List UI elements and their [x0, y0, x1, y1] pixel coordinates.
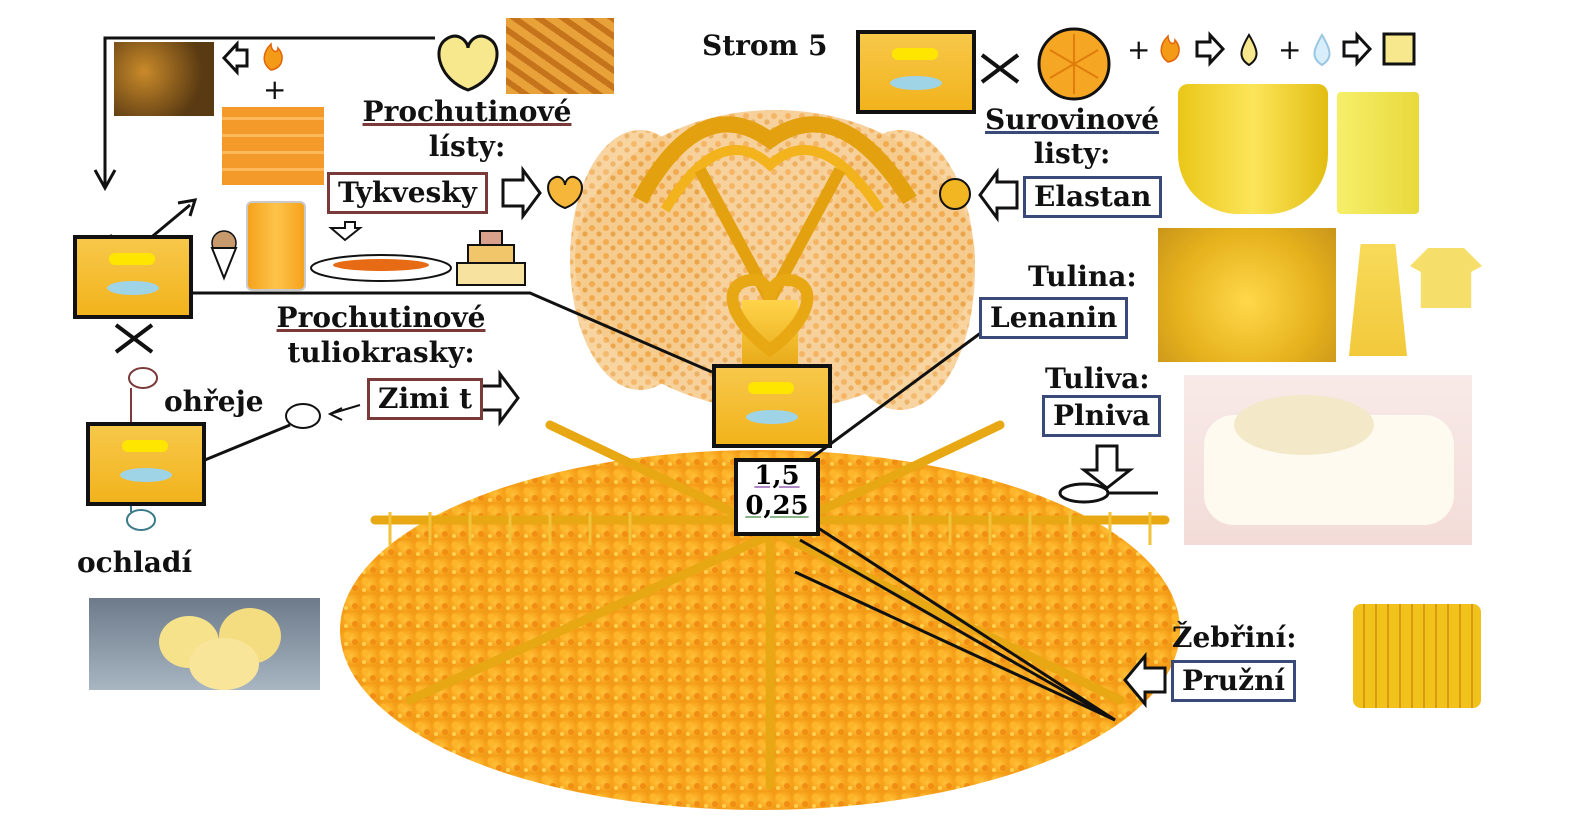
heats-label: ohřeje [164, 385, 264, 418]
yellow-shirt-image [1410, 248, 1482, 308]
formula-plus-2: + [1278, 33, 1302, 66]
heat-pod-icon [128, 367, 158, 428]
spoon-icon [1058, 482, 1158, 504]
tulina-value: Lenanin [979, 297, 1129, 339]
flavour-leaves-heading-1: Prochutinové [362, 95, 572, 128]
arrow-down-icon [1079, 444, 1135, 490]
rungs-heading: Žebřiní: [1172, 621, 1297, 654]
arrow-right-icon [1195, 31, 1226, 67]
arrow-left-icon [978, 167, 1019, 223]
pillow-stuffing-image [1184, 375, 1472, 545]
diced-pumpkin-image [222, 107, 324, 185]
flavour-flowers-heading-1: Prochutinové [276, 301, 486, 334]
tree-node-box-left [86, 422, 206, 506]
rail-posts [388, 512, 1152, 545]
tree-node-box-top-right [856, 30, 976, 114]
raw-leaves-heading-1: Surovinové [984, 103, 1160, 136]
cross-icon [114, 323, 154, 354]
fire-icon [1160, 34, 1180, 63]
ice-cream-bowl-image [89, 598, 320, 690]
pickled-pumpkin-jar-image [246, 201, 306, 291]
arrow-left-icon [1123, 651, 1167, 709]
tuliva-value: Plniva [1042, 395, 1162, 437]
flavour-flowers-value: Zimi t [367, 378, 484, 420]
plus-sign: + [263, 73, 287, 106]
connector-lines [93, 36, 1116, 722]
center-value-bottom: 0,25 [745, 490, 809, 521]
center-value-top: 1,5 [754, 461, 800, 491]
page-title: Strom 5 [702, 29, 828, 62]
round-leaf-icon [939, 178, 971, 210]
roasted-vegetables-image [114, 42, 214, 116]
raw-leaves-value: Elastan [1023, 176, 1163, 218]
rungs-value: Pružní [1171, 660, 1297, 702]
raw-leaves-heading-2: listy: [1033, 137, 1111, 170]
flavour-leaves-heading-2: lísty: [428, 130, 506, 163]
water-drop-icon [1240, 33, 1258, 67]
ice-cream-cone-icon [210, 230, 238, 281]
flavour-leaves-value: Tykvesky [327, 172, 488, 214]
arrow-right-icon [478, 369, 520, 427]
cools-label: ochladí [77, 546, 193, 579]
cake-icon [456, 230, 526, 286]
heart-leaf-icon [547, 175, 583, 210]
flavour-flowers-heading-2: tuliokrasky: [287, 336, 475, 369]
arrow-right-icon [501, 165, 542, 221]
tree-crown [570, 110, 975, 410]
tulina-heading: Tulina: [1028, 260, 1137, 293]
yellow-fabric-image [1158, 228, 1336, 362]
tree-node-box-top-left [73, 235, 193, 319]
water-drop-icon [1313, 33, 1331, 67]
formula-plus-1: + [1127, 33, 1151, 66]
spring-bundle-image [1353, 604, 1481, 708]
pumpkin-chips-image [506, 18, 614, 94]
plate-icon [310, 254, 452, 282]
arrow-right-icon [1342, 31, 1373, 67]
fire-icon [263, 42, 283, 71]
center-values-box: 1,5 0,25 [734, 458, 820, 536]
elastic-sheet-image [1337, 92, 1419, 214]
heart-leaf-icon [437, 34, 499, 92]
square-sheet-icon [1382, 32, 1416, 66]
formula-row [1160, 31, 1416, 67]
arrow-down-icon [328, 221, 363, 242]
yellow-bucket-image [1178, 84, 1328, 214]
tuliva-heading: Tuliva: [1045, 362, 1150, 395]
tree-node-box-center [712, 364, 832, 448]
heat-target-icon [285, 403, 321, 429]
arrow-left-icon [221, 40, 249, 76]
cross-icon [980, 53, 1020, 84]
